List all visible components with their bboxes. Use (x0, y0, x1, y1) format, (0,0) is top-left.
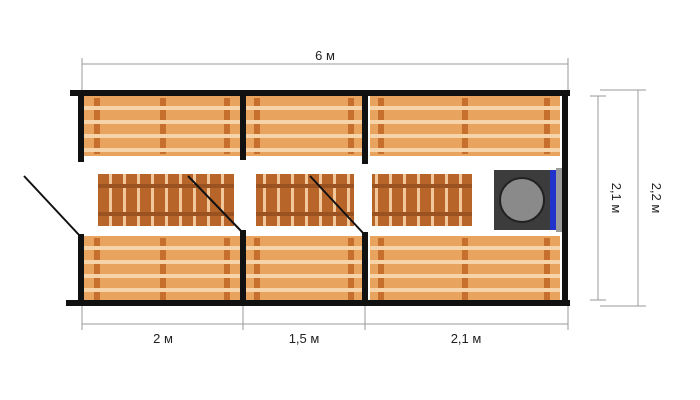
floor-pallet-room3 (372, 174, 472, 226)
walls (66, 90, 570, 306)
bench-stripes (84, 106, 560, 292)
dimension-lines (81, 58, 646, 330)
door-room3 (309, 175, 365, 235)
dim-inner-width: 2,1 м (609, 183, 624, 214)
dim-room1-length: 2 м (153, 331, 173, 346)
door-entrance (23, 175, 81, 237)
bench-top-room2 (246, 96, 362, 156)
floor-pallet-room2 (256, 174, 354, 226)
dim-room3-length: 2,1 м (451, 331, 482, 346)
dim-total-length: 6 м (315, 48, 335, 63)
floor-pallet-room1 (98, 174, 234, 226)
wall-left-top (78, 90, 84, 162)
door-room2 (187, 175, 243, 233)
door-swing-icon (23, 175, 365, 237)
sauna-stove-icon (494, 168, 562, 232)
partition-2-top (362, 90, 368, 164)
wall-left-bottom (78, 234, 84, 304)
bench-supports (94, 98, 550, 300)
partition-2-bottom (362, 232, 368, 304)
bench-bottom-room2 (246, 236, 362, 302)
dim-room2-length: 1,5 м (289, 331, 320, 346)
wall-top (70, 90, 570, 96)
partition-1-top (240, 90, 246, 160)
wall-bottom (66, 300, 570, 306)
dim-outer-width: 2,2 м (649, 183, 664, 214)
partition-1-bottom (240, 230, 246, 304)
wall-right (562, 90, 568, 306)
